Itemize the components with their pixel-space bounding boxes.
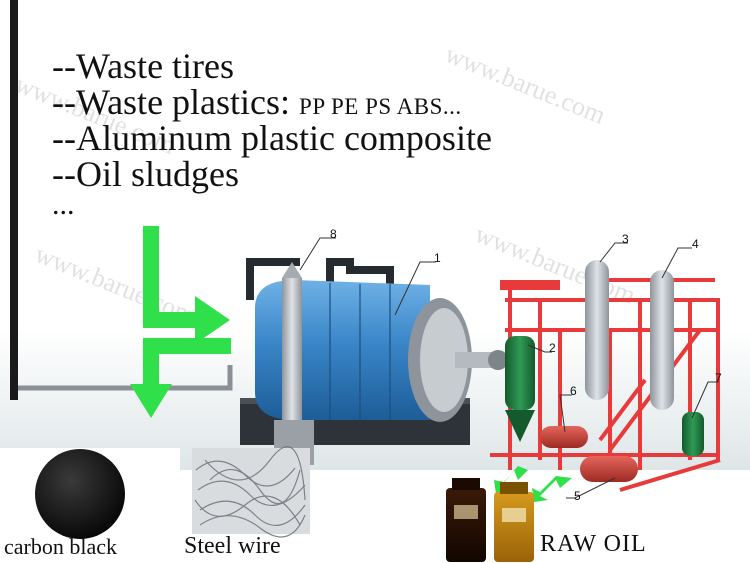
- feedstock-waste-plastics-label: --Waste plastics:: [52, 82, 300, 122]
- separator-vessel-2: [505, 336, 535, 410]
- callout-2: 2: [549, 341, 556, 355]
- dark-oil-bottle: [446, 488, 486, 562]
- arrow-right-head: [195, 296, 230, 344]
- callout-7: 7: [715, 371, 722, 385]
- callout-4: 4: [692, 237, 699, 251]
- oil-flow-arrows: [494, 466, 572, 502]
- callout-8: 8: [330, 227, 337, 241]
- feedstock-waste-tires: --Waste tires: [52, 46, 235, 86]
- oil-tank-6: [540, 426, 588, 448]
- condenser-4: [650, 270, 674, 410]
- arrow-down-head: [130, 384, 172, 418]
- label-raw-oil: RAW OIL: [540, 531, 647, 557]
- gas-vessel-7: [682, 412, 704, 456]
- callout-lines: [299, 237, 718, 499]
- arrow-return-stem: [143, 338, 231, 354]
- carbon-black-pile: [35, 449, 125, 539]
- feedstock-aluminum-composite: --Aluminum plastic composite: [52, 118, 492, 158]
- oil-tank-5: [580, 456, 638, 482]
- feedstock-waste-plastics: --Waste plastics: PP PE PS ABS...: [52, 84, 462, 120]
- feedstock-ellipsis: ...: [52, 188, 75, 221]
- condenser-3: [585, 260, 609, 400]
- arrow-right-stem: [143, 312, 195, 328]
- feedstock-oil-sludges: --Oil sludges: [52, 154, 239, 194]
- steel-wire-strands: [194, 446, 306, 538]
- feedstock-plastic-types: PP PE PS ABS...: [299, 94, 462, 119]
- callout-5: 5: [574, 489, 581, 503]
- callout-1: 1: [434, 251, 441, 265]
- chimney-pole: [10, 0, 18, 400]
- label-steel-wire: Steel wire: [184, 533, 281, 559]
- arrow-down-stem: [143, 338, 159, 386]
- flow-arrows: [130, 226, 231, 418]
- oil-bottles: [446, 478, 534, 562]
- callout-3: 3: [622, 232, 629, 246]
- light-oil-bottle: [494, 492, 534, 562]
- feed-pipe: [18, 365, 233, 391]
- callout-6: 6: [570, 384, 577, 398]
- arrow-vertical-stem: [143, 226, 159, 326]
- label-carbon-black: carbon black: [4, 534, 117, 559]
